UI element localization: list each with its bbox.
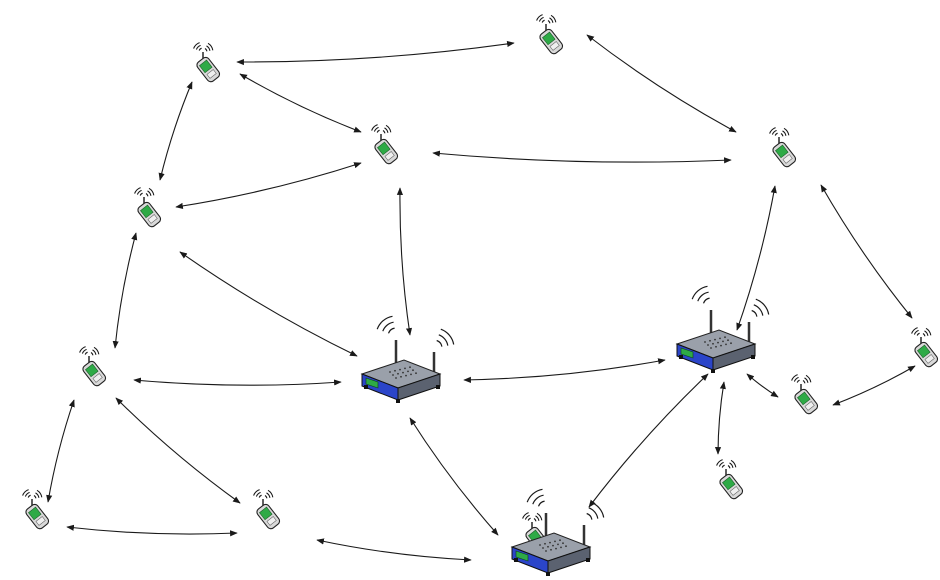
mobile-phone-icon	[134, 187, 162, 228]
network-link	[736, 185, 777, 331]
network-link	[463, 358, 666, 383]
network-link	[239, 73, 362, 133]
network-link	[396, 187, 413, 336]
network-link	[115, 397, 241, 504]
network-link	[133, 377, 342, 386]
network-link	[46, 399, 75, 503]
nodes-layer	[22, 14, 939, 576]
wireless-router-icon	[510, 488, 605, 576]
network-link	[175, 162, 362, 209]
mobile-phone-icon	[716, 459, 744, 500]
wireless-router-icon	[360, 315, 455, 403]
links-layer	[46, 34, 916, 563]
network-link	[409, 417, 499, 536]
mobile-phone-icon	[791, 374, 819, 415]
network-link	[588, 373, 709, 508]
network-link	[66, 524, 238, 537]
network-link	[586, 34, 737, 133]
mobile-phone-icon	[193, 42, 221, 83]
network-link	[832, 365, 916, 406]
network-link	[179, 251, 358, 357]
mobile-phone-icon	[253, 489, 281, 530]
wireless-router-icon	[675, 285, 770, 373]
mobile-phone-icon	[536, 14, 564, 55]
mobile-phone-icon	[769, 127, 797, 168]
network-link	[236, 40, 515, 66]
network-link	[746, 373, 779, 398]
mobile-phone-icon	[22, 489, 50, 530]
network-link	[714, 381, 726, 455]
network-link	[820, 184, 913, 319]
mobile-phone-icon	[371, 124, 399, 165]
network-link	[432, 150, 732, 164]
network-link	[112, 232, 138, 349]
mobile-phone-icon	[79, 346, 107, 387]
network-link	[158, 81, 193, 181]
mobile-phone-icon	[911, 327, 939, 368]
network-link	[316, 538, 472, 563]
